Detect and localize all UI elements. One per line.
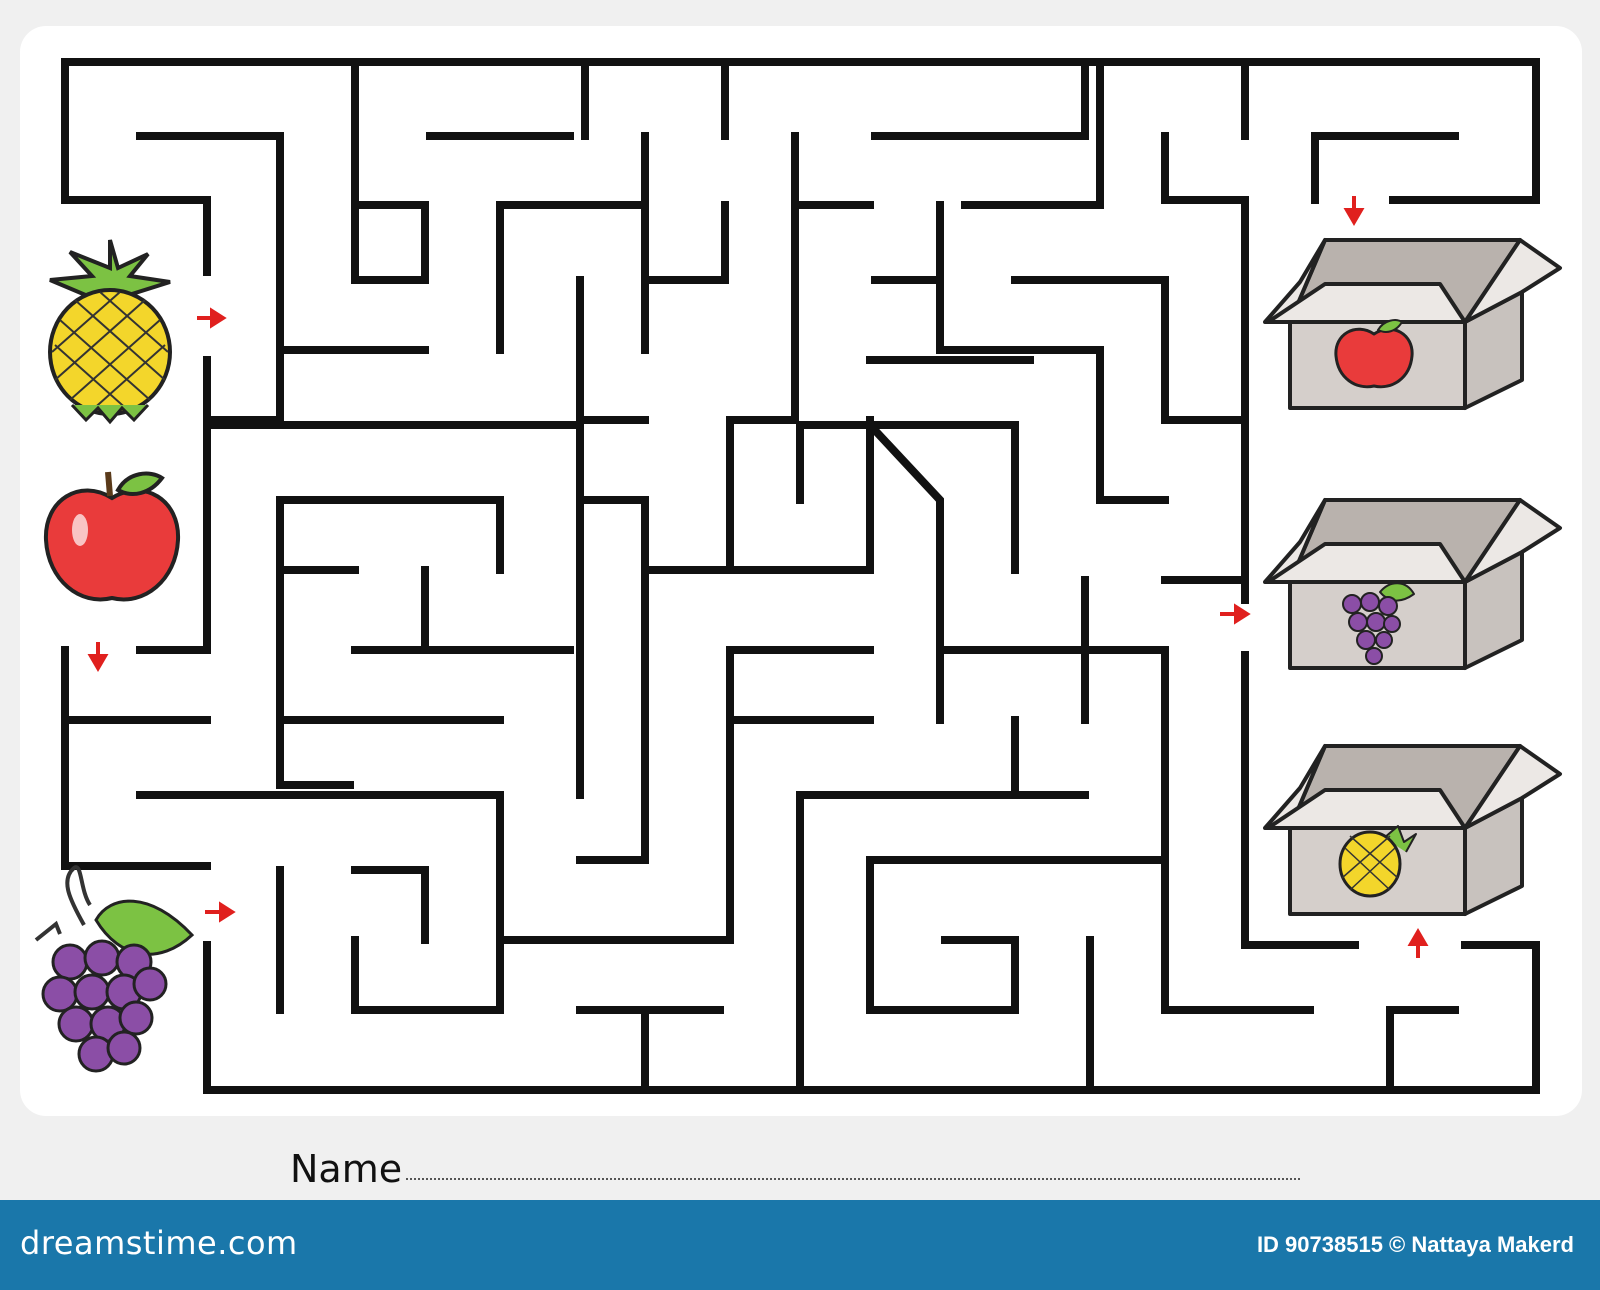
box-middle-arrow-icon — [1220, 603, 1251, 625]
name-label: Name — [290, 1147, 403, 1191]
grape-icon — [34, 865, 195, 1073]
box-bottom-arrow-icon — [1407, 928, 1429, 958]
maze-board — [34, 58, 1562, 1094]
footer-bar: dreamstime.com ID 90738515 © Nattaya Mak… — [0, 1200, 1600, 1290]
box-pineapple-icon — [1263, 744, 1562, 916]
name-writing-line[interactable] — [406, 1177, 1300, 1180]
brand-logo[interactable]: dreamstime.com — [20, 1224, 298, 1262]
name-field[interactable]: Name — [290, 1138, 1300, 1188]
box-top-arrow-icon — [1343, 196, 1365, 226]
image-credit: ID 90738515 © Nattaya Makerd — [1256, 1232, 1574, 1257]
apple-start-arrow-icon — [87, 642, 109, 672]
box-grape-icon — [1263, 498, 1562, 670]
box-apple-icon — [1263, 238, 1562, 410]
entry-arrows — [87, 196, 1429, 958]
maze-walls — [61, 58, 1540, 1094]
apple-icon — [43, 471, 181, 602]
pineapple-start-arrow-icon — [197, 307, 227, 329]
grape-start-arrow-icon — [205, 901, 236, 923]
pineapple-icon — [48, 239, 172, 425]
